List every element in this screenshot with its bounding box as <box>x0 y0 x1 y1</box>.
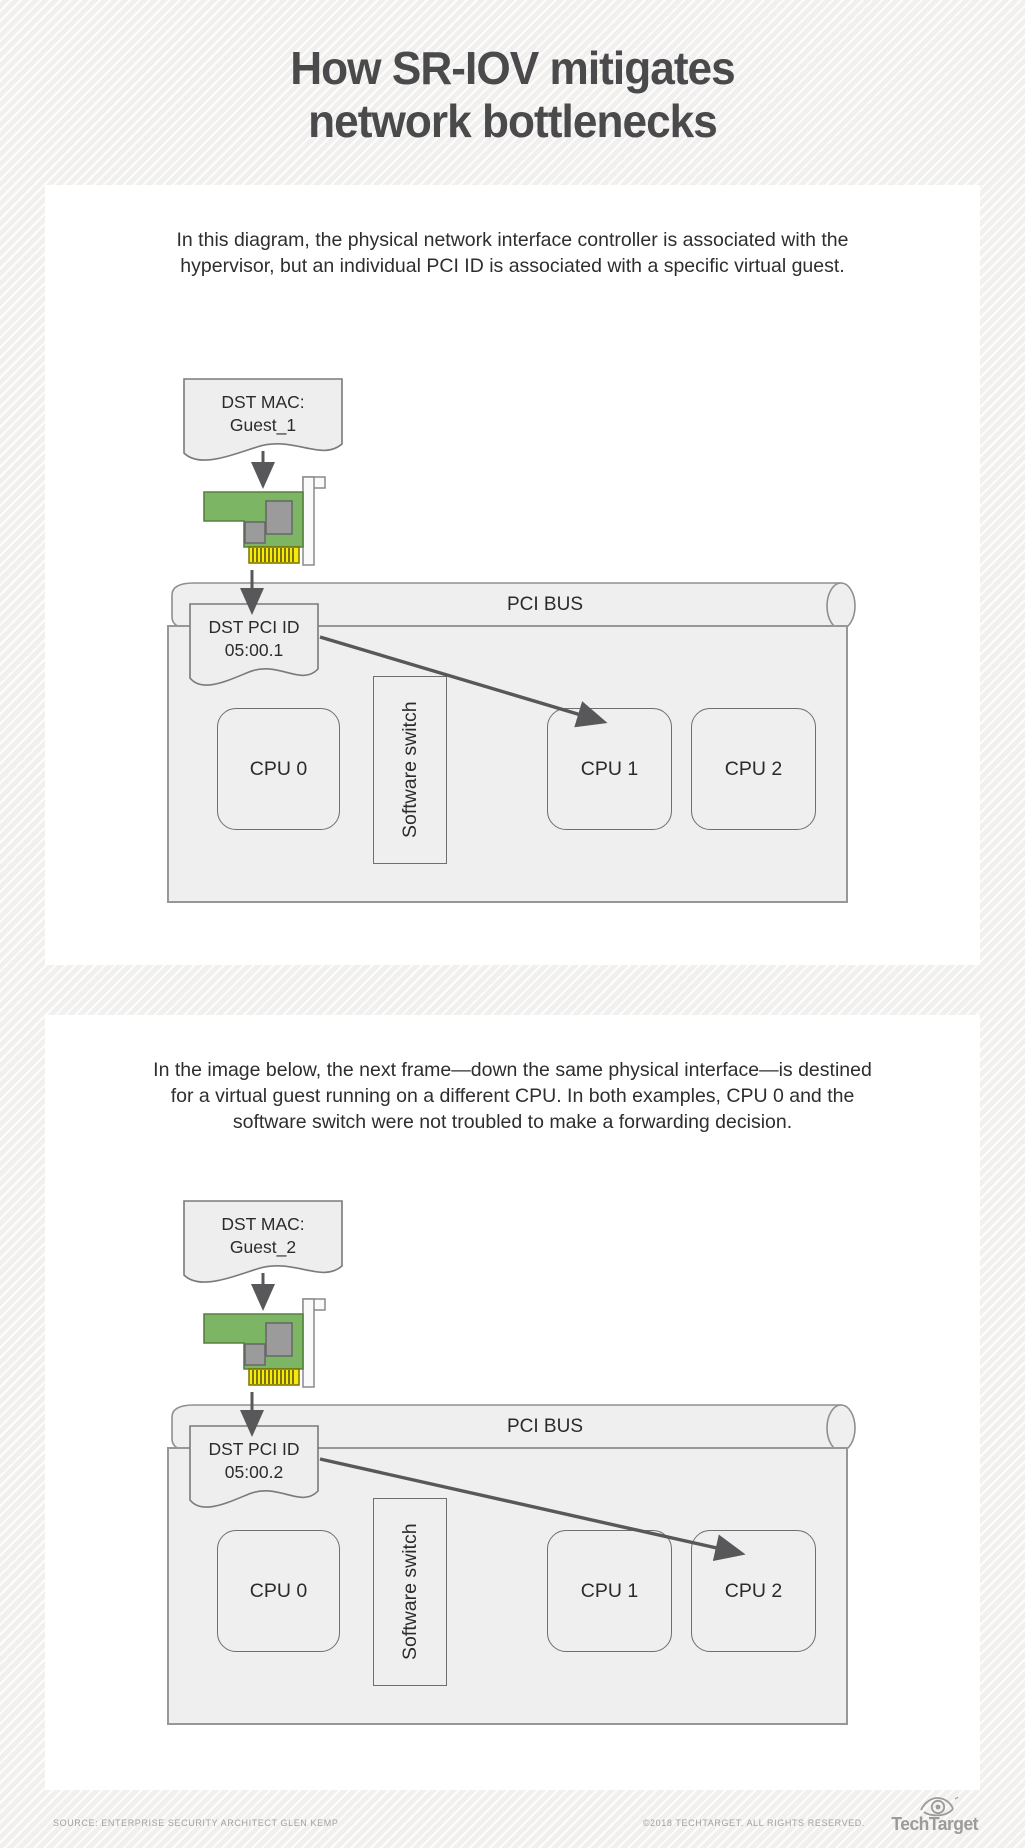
cpu1-label: CPU 1 <box>580 757 639 780</box>
dst-mac-line1: DST MAC: <box>221 392 305 412</box>
copyright-text: ©2018 TECHTARGET. ALL RIGHTS RESERVED. <box>642 1818 865 1828</box>
cpu1-label: CPU 1 <box>580 1579 639 1602</box>
cpu2-label: CPU 2 <box>724 757 783 780</box>
dst-pci-id-document: DST PCI ID 05:00.1 <box>189 603 319 698</box>
page-title-line2: network bottlenecks <box>308 95 718 147</box>
page-title: How SR-IOV mitigates network bottlenecks <box>0 42 1025 148</box>
pci-bus-label: PCI BUS <box>506 594 584 615</box>
panel2-description: In the image below, the next frame—down … <box>153 1059 872 1133</box>
dst-mac-document: DST MAC: Guest_2 <box>183 1200 343 1295</box>
dst-pci-line2: 05:00.1 <box>224 640 284 660</box>
page-title-line1: How SR-IOV mitigates <box>290 42 736 94</box>
eye-icon <box>920 1796 959 1817</box>
cpu0-label: CPU 0 <box>249 757 308 780</box>
techtarget-wordmark: TechTarget <box>890 1814 978 1834</box>
software-switch-label: Software switch <box>398 701 421 839</box>
dst-pci-line1: DST PCI ID <box>208 617 300 637</box>
dst-pci-line1: DST PCI ID <box>208 1439 300 1459</box>
document-shape <box>189 603 319 686</box>
dst-mac-line1: DST MAC: <box>221 1214 305 1234</box>
software-switch-box: Software switch <box>373 1498 447 1686</box>
dst-pci-id-document: DST PCI ID 05:00.2 <box>189 1425 319 1520</box>
document-shape <box>189 1425 319 1508</box>
cpu0-box: CPU 0 <box>217 708 340 830</box>
panel1-diagram: DST MAC: Guest_1 <box>45 185 980 905</box>
dst-pci-line2: 05:00.2 <box>224 1462 284 1482</box>
software-switch-box: Software switch <box>373 676 447 864</box>
dst-mac-line2: Guest_1 <box>229 415 297 435</box>
cpu1-box: CPU 1 <box>547 1530 672 1652</box>
document-shape <box>183 378 343 461</box>
cpu2-box: CPU 2 <box>691 708 816 830</box>
techtarget-logo: TechTarget <box>873 1796 985 1836</box>
cpu0-label: CPU 0 <box>249 1579 308 1602</box>
dst-mac-line2: Guest_2 <box>229 1237 297 1257</box>
panel1-description: In this diagram, the physical network in… <box>176 229 849 277</box>
cpu1-box: CPU 1 <box>547 708 672 830</box>
network-interface-card-icon <box>203 476 328 576</box>
dst-mac-document: DST MAC: Guest_1 <box>183 378 343 473</box>
footer-right: ©2018 TECHTARGET. ALL RIGHTS RESERVED. T… <box>585 1796 985 1836</box>
cpu2-box: CPU 2 <box>691 1530 816 1652</box>
diagram-panel-1: In this diagram, the physical network in… <box>45 185 980 965</box>
network-interface-card-icon <box>203 1298 328 1398</box>
software-switch-label: Software switch <box>398 1523 421 1661</box>
panel2-diagram: DST MAC: Guest_2 <box>45 1007 980 1727</box>
diagram-panel-2: In the image below, the next frame—down … <box>45 1015 980 1790</box>
document-shape <box>183 1200 343 1283</box>
cpu0-box: CPU 0 <box>217 1530 340 1652</box>
pci-bus-label: PCI BUS <box>506 1416 584 1437</box>
cpu2-label: CPU 2 <box>724 1579 783 1602</box>
source-credit: SOURCE: ENTERPRISE SECURITY ARCHITECT GL… <box>53 1818 339 1828</box>
